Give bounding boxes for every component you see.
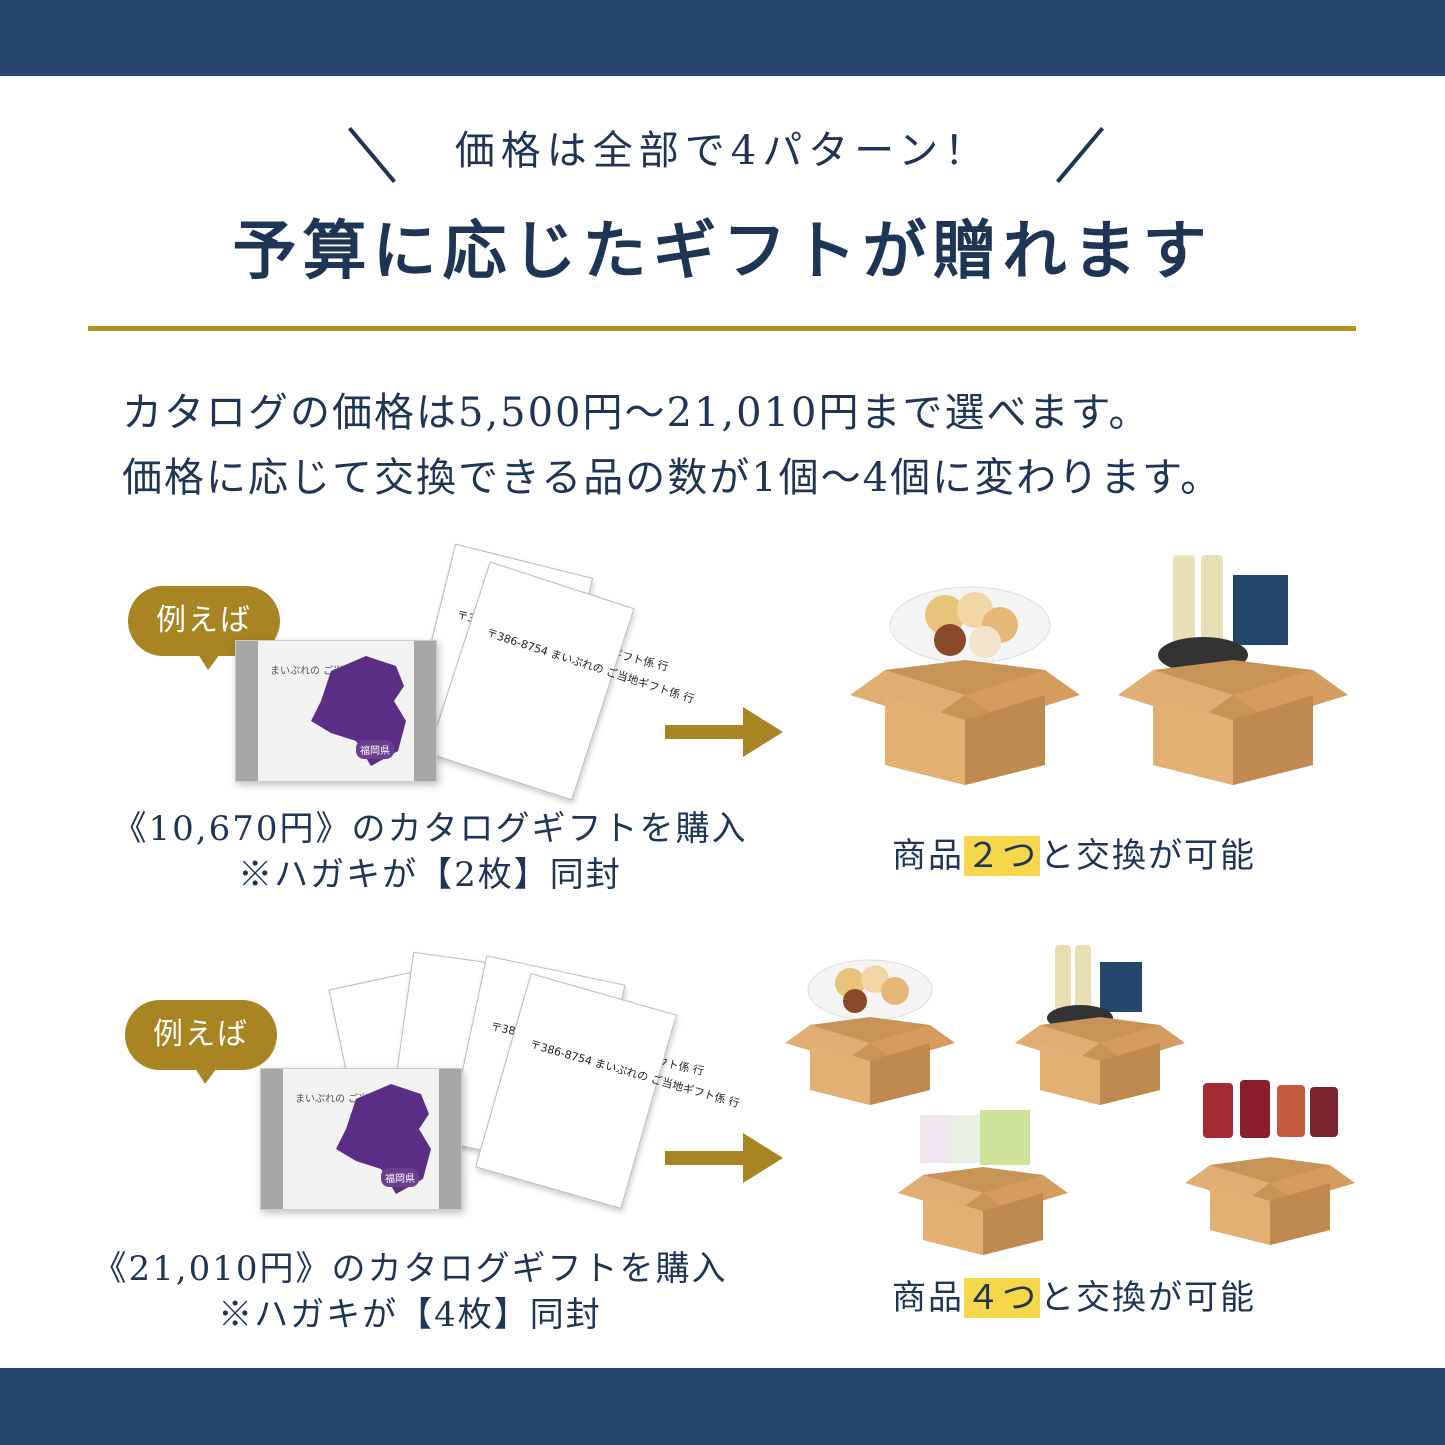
example-caption: 《21,010円》のカタログギフトを購入 ※ハガキが【4枚】同封 <box>70 1246 750 1338</box>
gift-box-bottles <box>1015 945 1185 1105</box>
purchase-line: 《21,010円》のカタログギフトを購入 <box>92 1249 728 1289</box>
description-line-1: カタログの価格は5,500円〜21,010円まで選べます。 <box>122 390 1151 436</box>
result-count-highlight: ４つ <box>964 1278 1040 1318</box>
gold-divider <box>88 326 1356 331</box>
gift-box-senbei <box>785 959 955 1105</box>
gift-box-senbei <box>850 586 1080 785</box>
result-prefix: 商品 <box>892 836 964 876</box>
catalog-title: まいぷれの ご当地ギフト <box>295 1094 409 1105</box>
bottom-band <box>0 1368 1445 1445</box>
result-count-highlight: ２つ <box>964 836 1040 876</box>
result-suffix: と交換が可能 <box>1040 1278 1256 1318</box>
prefecture-map-icon <box>311 656 406 766</box>
result-suffix: と交換が可能 <box>1040 836 1256 876</box>
gift-box-bottles <box>1118 555 1348 785</box>
right-arrow-icon <box>665 1133 783 1183</box>
enclosed-line: ※ハガキが【2枚】同封 <box>238 855 622 895</box>
prefecture-tag: 福岡県 <box>356 740 394 759</box>
result-prefix: 商品 <box>892 1278 964 1318</box>
prefecture-tag: 福岡県 <box>381 1168 419 1187</box>
example-caption: 《10,670円》のカタログギフトを購入 ※ハガキが【2枚】同封 <box>90 806 770 898</box>
page-title: 予算に応じたギフトが贈れます <box>232 214 1213 289</box>
description-line-2: 価格に応じて交換できる品の数が1個〜4個に変わります。 <box>122 455 1223 501</box>
right-arrow-icon <box>665 707 783 757</box>
example-badge: 例えば <box>128 586 280 670</box>
postcard-text: 〒386-8754 まいぷれの ご当地ギフト係 行 <box>528 1037 741 1111</box>
catalog-title: まいぷれの ご当地ギフト <box>270 666 384 677</box>
top-band <box>0 0 1445 76</box>
gift-box-jam <box>1185 1080 1355 1245</box>
result-text: 商品４つと交換が可能 <box>892 1270 1256 1319</box>
enclosed-line: ※ハガキが【4枚】同封 <box>218 1295 602 1335</box>
prefecture-map-icon <box>336 1084 431 1194</box>
gift-box-tea <box>898 1110 1068 1255</box>
purchase-line: 《10,670円》のカタログギフトを購入 <box>112 809 748 849</box>
catalog-booklet: まいぷれの ご当地ギフト 福岡県 <box>235 640 437 782</box>
example-badge: 例えば <box>125 1000 277 1084</box>
subheading: 価格は全部で4パターン！ <box>454 128 991 174</box>
result-text: 商品２つと交換が可能 <box>892 828 1256 877</box>
catalog-booklet: まいぷれの ご当地ギフト 福岡県 <box>260 1068 462 1210</box>
